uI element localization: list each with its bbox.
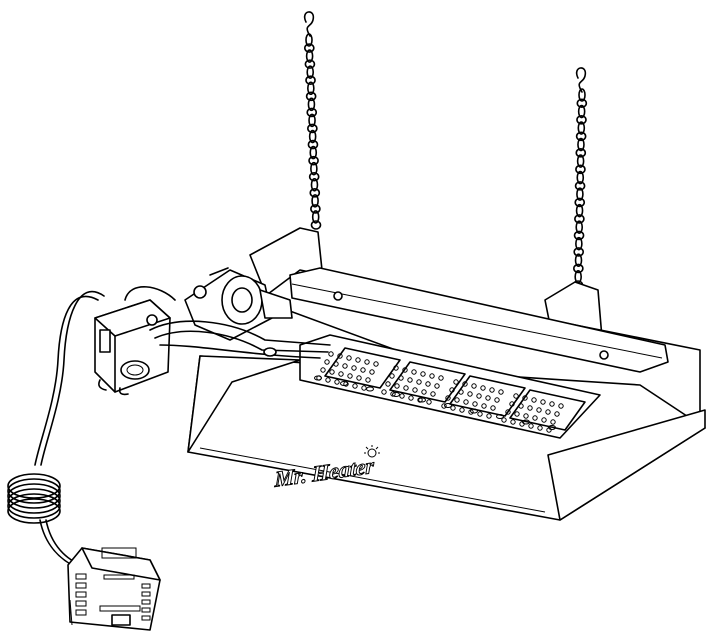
thermostat-vents bbox=[75, 573, 151, 621]
reflector-left-side bbox=[187, 355, 301, 453]
heater-body bbox=[187, 267, 706, 521]
rail-hole bbox=[333, 291, 343, 301]
reflector-right-side bbox=[547, 409, 706, 521]
chain-icon bbox=[304, 33, 322, 230]
wire-coil bbox=[7, 473, 61, 524]
thermostat-icon bbox=[67, 547, 161, 631]
burner-rivets bbox=[314, 375, 556, 430]
regulator-icon bbox=[94, 299, 171, 396]
rail-hole bbox=[599, 350, 609, 360]
left-chain bbox=[303, 11, 322, 230]
burner-tiles bbox=[316, 347, 586, 433]
top-rail bbox=[289, 267, 669, 373]
left-s-hook-icon bbox=[303, 11, 315, 37]
chain-icon bbox=[572, 88, 588, 290]
right-chain bbox=[572, 67, 588, 290]
sun-icon bbox=[364, 445, 380, 458]
gas-tubing bbox=[124, 286, 331, 359]
thermostat-wire bbox=[7, 290, 105, 569]
right-s-hook-icon bbox=[575, 67, 587, 93]
